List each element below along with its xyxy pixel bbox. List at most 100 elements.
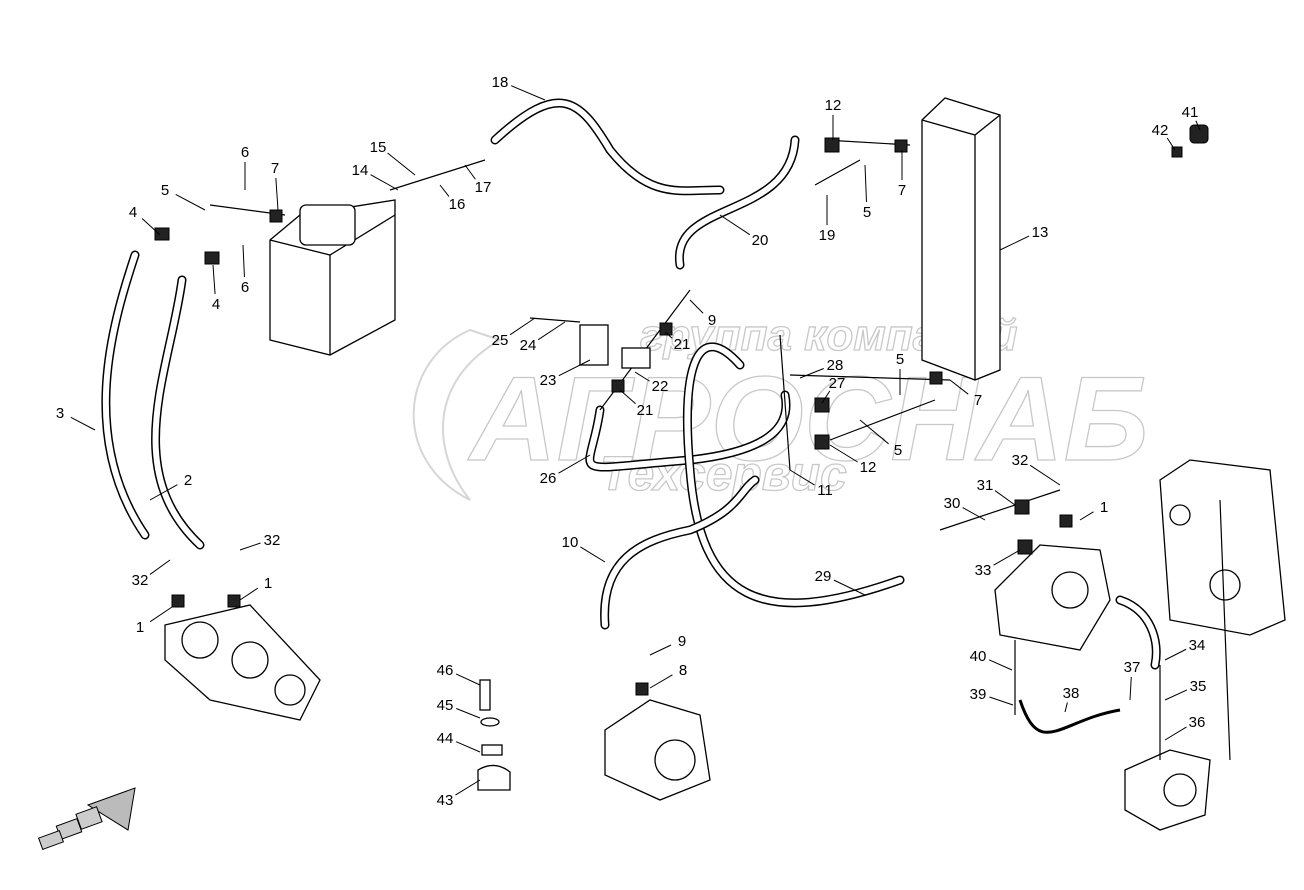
leader-line	[242, 244, 245, 278]
leader-line	[719, 214, 751, 236]
callout-41: 41	[1182, 104, 1199, 121]
leader-line	[634, 371, 650, 382]
callout-5: 5	[863, 204, 871, 221]
callout-21: 21	[674, 336, 691, 353]
leader-line	[993, 549, 1021, 566]
oil-cooler	[921, 97, 1001, 381]
callout-33: 33	[975, 562, 992, 579]
callout-6: 6	[241, 279, 249, 296]
leader-line	[370, 174, 399, 191]
callout-8: 8	[679, 662, 687, 679]
leader-line	[689, 299, 704, 314]
callout-13: 13	[1032, 224, 1049, 241]
front-direction-arrow-icon	[37, 787, 136, 851]
leader-line	[949, 379, 969, 395]
callout-29: 29	[815, 568, 832, 585]
callout-6: 6	[241, 144, 249, 161]
leader-line	[1195, 120, 1201, 131]
callout-25: 25	[492, 332, 509, 349]
callout-39: 39	[970, 686, 987, 703]
leader-line	[455, 741, 481, 753]
leader-line	[141, 218, 161, 236]
callout-32: 32	[132, 572, 149, 589]
leader-line	[464, 164, 476, 180]
callout-17: 17	[475, 179, 492, 196]
callout-21: 21	[637, 402, 654, 419]
callout-27: 27	[829, 375, 846, 392]
leader-line	[988, 659, 1013, 671]
leader-line	[558, 359, 591, 377]
callout-44: 44	[437, 730, 454, 747]
pump-left	[164, 604, 321, 721]
callout-3: 3	[56, 405, 64, 422]
motor-bottom-right	[1124, 749, 1211, 831]
callout-5: 5	[894, 442, 902, 459]
leader-line	[455, 779, 481, 796]
callout-45: 45	[437, 697, 454, 714]
callout-9: 9	[678, 633, 686, 650]
callout-30: 30	[944, 495, 961, 512]
callout-32: 32	[1012, 452, 1029, 469]
callout-34: 34	[1189, 637, 1206, 654]
callout-1: 1	[1100, 499, 1108, 516]
leader-line	[510, 85, 546, 101]
callout-31: 31	[977, 477, 994, 494]
callout-28: 28	[827, 357, 844, 374]
leader-line	[239, 542, 261, 551]
callout-46: 46	[437, 662, 454, 679]
callout-12: 12	[825, 97, 842, 114]
leader-line	[387, 152, 416, 176]
leader-line	[789, 469, 815, 486]
leader-line	[175, 194, 206, 211]
leader-line	[275, 177, 279, 211]
callout-5: 5	[161, 182, 169, 199]
leader-line	[999, 235, 1030, 251]
callout-9: 9	[708, 312, 716, 329]
leader-line	[664, 331, 673, 339]
callout-37: 37	[1124, 659, 1141, 676]
callout-23: 23	[540, 372, 557, 389]
callout-20: 20	[752, 232, 769, 249]
leader-line	[962, 507, 986, 521]
callout-43: 43	[437, 792, 454, 809]
leader-line	[149, 559, 171, 575]
callout-40: 40	[970, 648, 987, 665]
callout-35: 35	[1190, 678, 1207, 695]
leader-line	[1164, 689, 1188, 701]
leader-line	[821, 390, 831, 404]
pump-right	[994, 544, 1111, 651]
hydraulic-tank	[269, 199, 396, 356]
leader-line	[859, 419, 889, 445]
callout-22: 22	[652, 378, 669, 395]
leader-line	[537, 321, 566, 341]
leader-line	[558, 454, 591, 474]
callout-10: 10	[562, 534, 579, 551]
gearbox	[1159, 459, 1286, 636]
leader-line	[1029, 464, 1061, 486]
leader-line	[864, 164, 867, 203]
leader-line	[619, 389, 636, 405]
callout-24: 24	[520, 337, 537, 354]
leader-line	[456, 708, 481, 719]
leader-line	[455, 673, 481, 686]
callout-19: 19	[819, 227, 836, 244]
watermark-line2: АГРОСНАБ	[467, 352, 1149, 486]
callout-32: 32	[264, 532, 281, 549]
callout-1: 1	[264, 575, 272, 592]
fitting-nuts	[154, 124, 1209, 791]
callout-2: 2	[184, 472, 192, 489]
callout-5: 5	[896, 351, 904, 368]
leader-line	[212, 264, 216, 295]
callout-15: 15	[370, 139, 387, 156]
leader-line	[439, 184, 450, 197]
callout-42: 42	[1152, 122, 1169, 139]
leader-line	[70, 416, 96, 431]
callout-36: 36	[1189, 714, 1206, 731]
callout-7: 7	[898, 182, 906, 199]
leader-line	[239, 587, 259, 601]
callout-14: 14	[352, 162, 369, 179]
leader-line	[649, 644, 672, 656]
leader-line	[1129, 676, 1132, 701]
